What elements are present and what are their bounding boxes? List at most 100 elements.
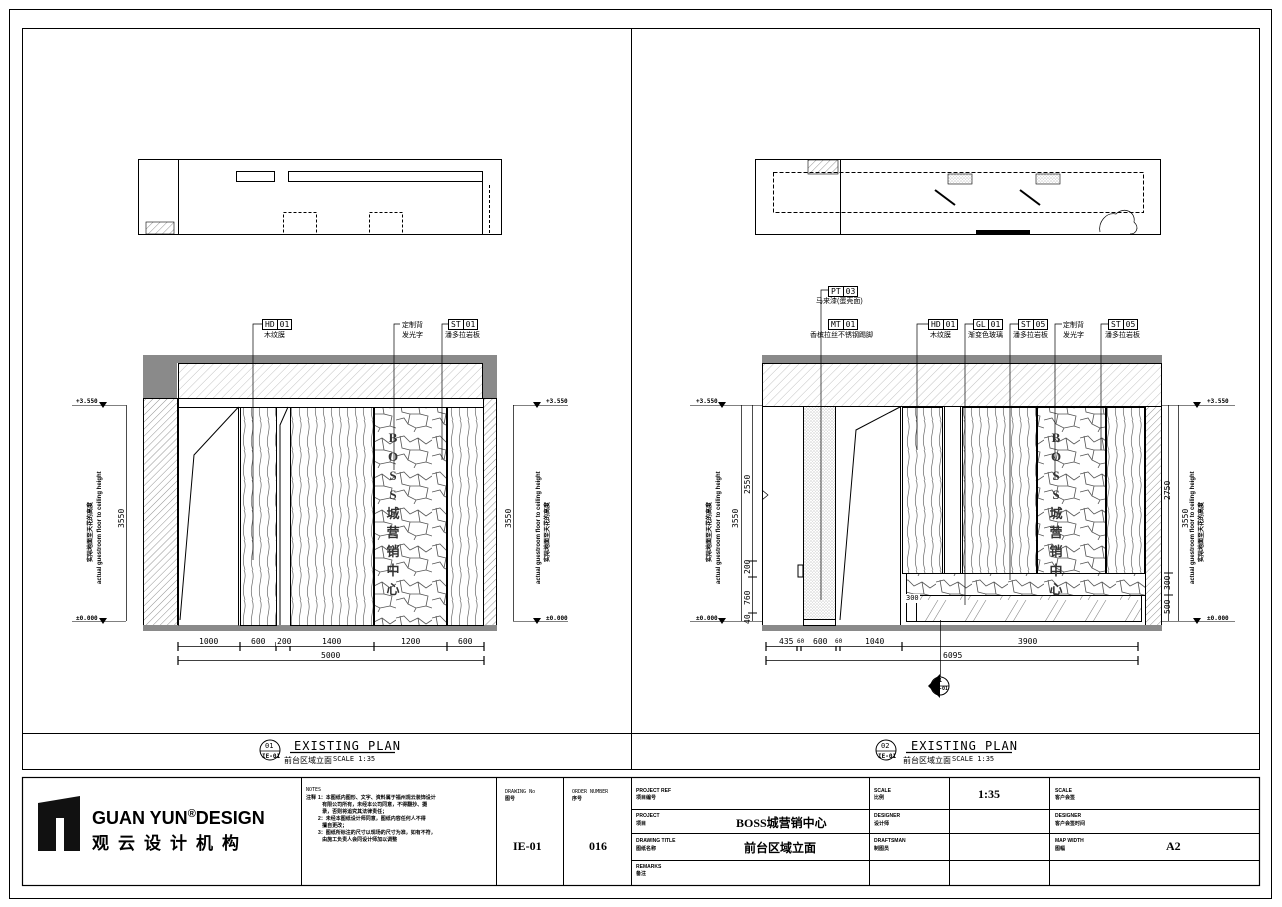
right-right-dim-0: 2750 [1163,480,1172,500]
right-plan-sheet-ref: IE-01 [878,753,897,760]
drawing-no-label-en: DRAWING No [505,789,536,795]
draftsman-label-cn: 制图员 [874,846,890,852]
left-dim-3: 1400 [321,637,343,646]
scale-value: 1:35 [978,787,1000,801]
client-sign-label-en: SCALE [1055,788,1072,794]
right-level-bottom-l: ±0.000 [696,615,718,622]
tag-number: 01 [276,320,290,329]
right-dim-total: 6095 [942,651,964,660]
right-left-dim-2: 760 [743,590,752,605]
left-plan-subtitle: 前台区域立面 [284,756,332,765]
right-tag-pt03-caption: 马来漆(蛋壳面) [816,298,863,305]
right-plan-subtitle: 前台区域立面 [903,756,951,765]
left-plan-scale: SCALE 1:35 [333,755,376,763]
left-dim-1: 600 [250,637,267,646]
left-plan-title: EXISTING PLAN [294,739,401,753]
scale-label-cn: 比例 [874,795,885,801]
drawing-no-label-cn: 图号 [505,796,516,802]
right-sign-text: BOSS城营销中心 [1049,430,1063,597]
left-dim-5: 600 [457,637,474,646]
tag-code: PT [831,287,841,296]
right-mini-plan [755,159,1161,235]
project-label-en: PROJECT [636,813,660,819]
client-designer-label-en: DESIGNER [1055,813,1082,819]
notes-text: 1：本图纸内图形、文字、资料属于福州观云装饰设计 有限公司所有，未经本公司同意，… [318,795,436,843]
title-block-grid [21,776,1261,887]
right-left-dim-0: 2550 [743,474,752,494]
right-dim-5: 3900 [1017,637,1039,646]
project-name: BOSS城营销中心 [736,816,827,830]
tag-code: HD [265,320,275,329]
logo-registered-mark: ® [187,808,196,820]
right-height-dim-l: 3550 [731,508,740,528]
left-tag-st01-caption: 潘多拉岩板 [445,332,480,339]
right-height-dim-r: 3550 [1181,508,1190,528]
right-note-caption: 定制背 发光字 [1063,322,1084,339]
left-vnote-cn-r: 实际地面至天花的高度 [545,501,551,562]
logo-text-cn: 观云设计机构 [92,834,248,854]
tag-number: 03 [842,287,856,296]
left-dim-2: 200 [276,637,293,646]
remarks-label-cn: 备注 [636,871,647,877]
map-width-label-cn: 图幅 [1055,846,1066,852]
right-vnote-cn-l: 实际地面至天花的高度 [707,501,713,562]
left-sign-text: BOSS城营销中心 [386,430,400,597]
left-level-top-r: +3.550 [546,398,568,405]
section-mark-ref: IE-01 [933,686,949,692]
left-vnote-en-l: actual guestroom floor to ceiling height [97,471,103,584]
right-counter-dim: 300 [905,594,920,603]
tag-code: HD [931,320,941,329]
logo-mark-graphic [38,796,80,851]
notes-header: NOTES [306,787,322,793]
client-sign-label-cn: 客户会签 [1055,795,1076,801]
section-mark-num: 01 [936,678,943,684]
tag-number: 01 [942,320,956,329]
project-ref-label-cn: 项目编号 [636,795,657,801]
tag-code: ST [1111,320,1121,329]
drawing-title: 前台区域立面 [744,841,817,855]
tag-code: GL [976,320,986,329]
right-dim-4: 1040 [864,637,886,646]
tag-code: ST [1021,320,1031,329]
right-level-top-l: +3.550 [696,398,718,405]
left-dim-0: 1000 [198,637,220,646]
right-tag-gl01-caption: 渐变色玻璃 [968,332,1003,339]
project-ref-label-en: PROJECT REF [636,788,672,794]
left-tag-hd01-caption: 木纹膜 [264,332,285,339]
plan-title-marks [259,739,1012,761]
right-vnote-en-l: actual guestroom floor to ceiling height [716,471,722,584]
tag-number: 01 [462,320,476,329]
notes-label: 注释 [306,795,317,801]
right-vnote-en-r: actual guestroom floor to ceiling height [1190,471,1196,584]
left-note-caption: 定制背 发光字 [402,322,423,339]
left-plan-sheet-ref: IE-01 [262,753,281,760]
right-right-dim-2: 500 [1163,599,1172,614]
left-dim-4: 1200 [400,637,422,646]
draftsman-label-en: DRAFTSMAN [874,838,906,844]
tag-code: MT [831,320,841,329]
drawing-title-label-en: DRAWING TITLE [636,838,676,844]
map-width-label-en: MAP WIDTH [1055,838,1084,844]
right-dim-2: 600 [812,637,829,646]
right-right-dim-1: 300 [1163,575,1172,590]
project-label-cn: 项目 [636,821,647,827]
right-tag-st05-b-caption: 潘多拉岩板 [1105,332,1140,339]
order-label-en: ORDER NUMBER [572,789,609,795]
right-vnote-cn-r: 实际地面至天花的高度 [1199,501,1205,562]
scale-label-en: SCALE [874,788,891,794]
tag-number: 01 [842,320,856,329]
right-tag-st05-a-caption: 潘多拉岩板 [1013,332,1048,339]
right-left-dim-3: 40 [743,614,752,624]
right-level-top-r: +3.550 [1207,398,1229,405]
right-dim-1: 60 [796,637,806,646]
left-elevation-geometry [72,323,568,665]
right-level-bottom-r: ±0.000 [1207,615,1229,622]
left-dim-total: 5000 [320,651,342,660]
right-dim-0: 435 [778,637,795,646]
